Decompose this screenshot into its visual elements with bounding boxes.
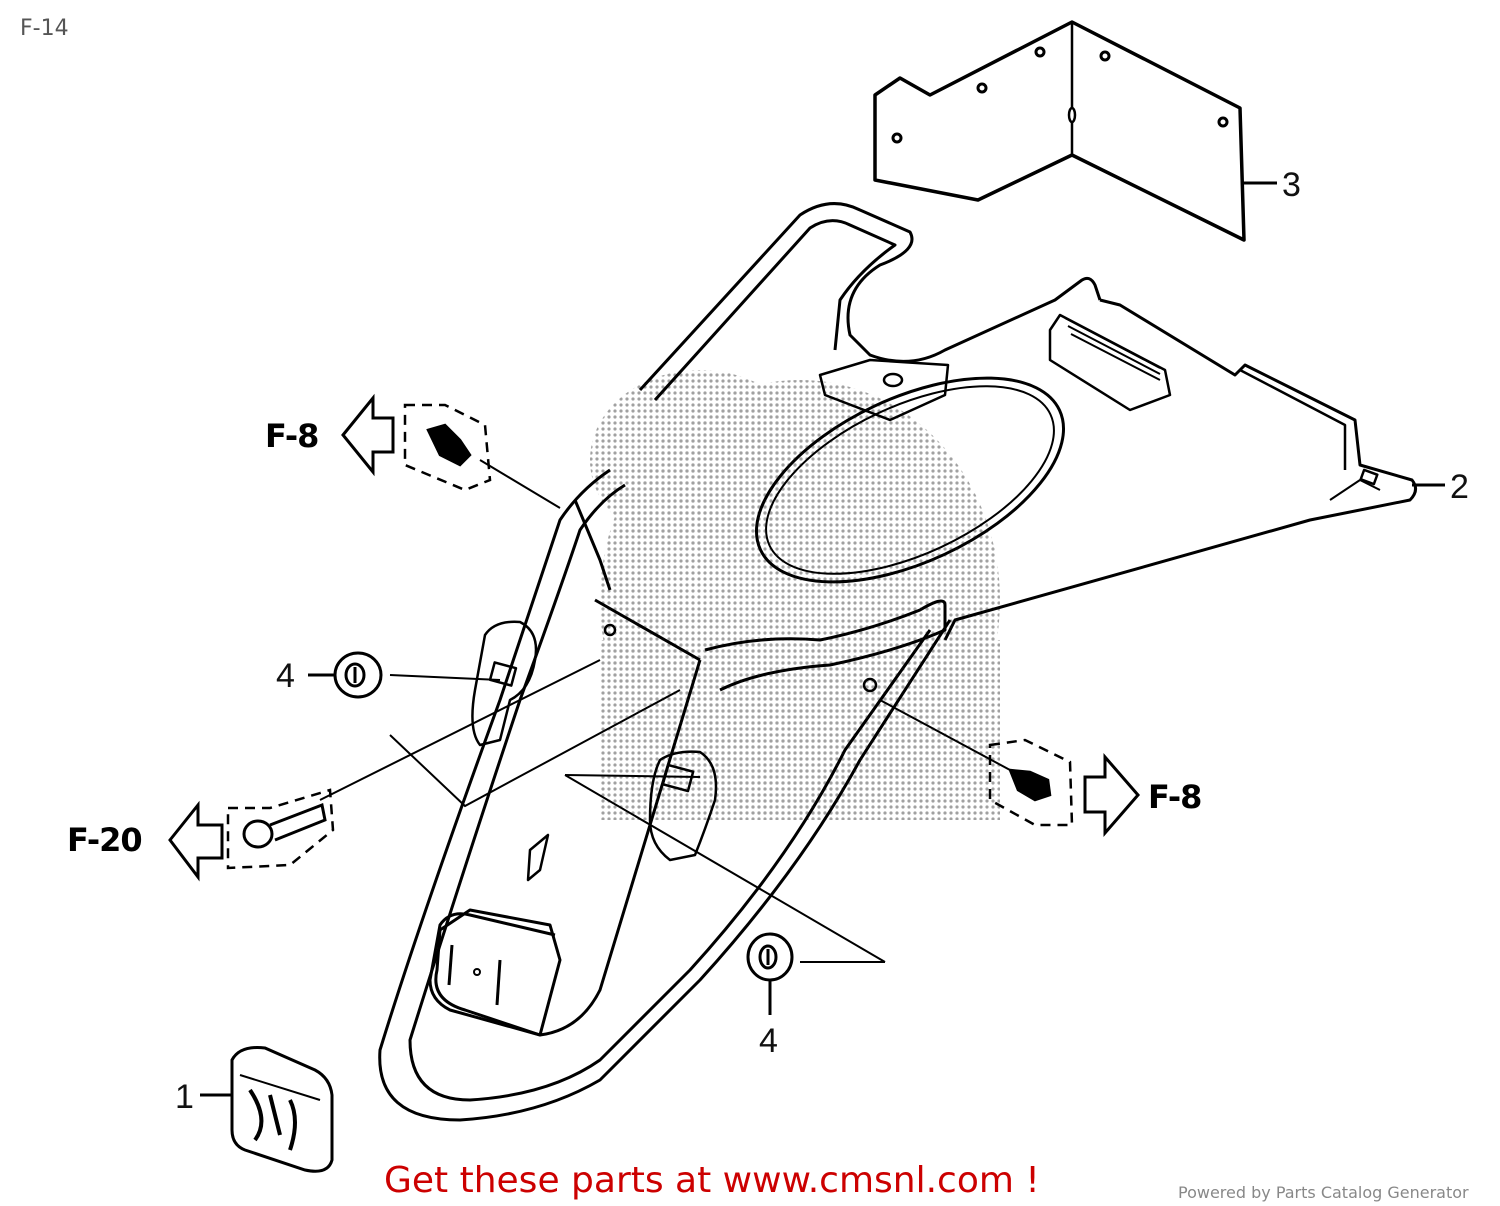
arrow-left-icon xyxy=(341,393,395,477)
callout-number: 4 xyxy=(759,1022,778,1060)
callout-number: 1 xyxy=(175,1078,194,1116)
bolt-fastener[interactable] xyxy=(226,788,335,870)
arrow-right-icon xyxy=(1083,752,1140,838)
cmsnl-shop-link[interactable]: Get these parts at www.cmsnl.com ! xyxy=(384,1160,1040,1201)
part-1-light-lens[interactable] xyxy=(230,1046,334,1173)
reference-link-f8-right[interactable]: F-8 xyxy=(1148,778,1202,816)
page-title: F-14 xyxy=(20,16,69,41)
powered-by-text: Powered by Parts Catalog Generator xyxy=(1178,1183,1469,1202)
part-4-grommet-left[interactable] xyxy=(333,651,383,699)
callout-number: 4 xyxy=(276,657,295,695)
assembly-lines xyxy=(319,459,1011,963)
clip-fastener-right[interactable] xyxy=(988,738,1074,827)
reference-link-f20[interactable]: F-20 xyxy=(67,821,143,859)
part-3-bracket[interactable] xyxy=(873,20,1246,242)
arrow-left-icon xyxy=(168,800,224,882)
callout-number: 2 xyxy=(1450,468,1469,506)
callout-number: 3 xyxy=(1282,166,1301,204)
part-4-grommet-lower[interactable] xyxy=(746,932,794,982)
clip-fastener-upper[interactable] xyxy=(403,403,492,492)
watermark-halftone xyxy=(590,370,1000,820)
reference-link-f8-upper[interactable]: F-8 xyxy=(265,417,319,455)
